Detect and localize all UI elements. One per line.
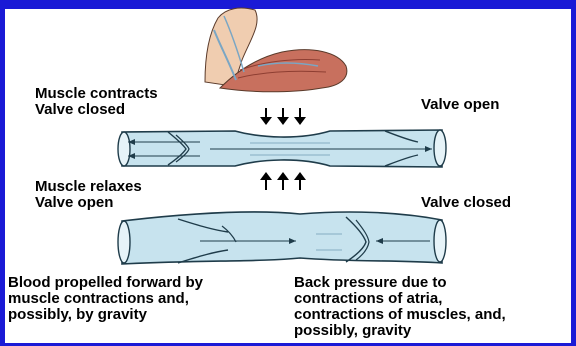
- vein-relaxed: [118, 212, 446, 264]
- label-muscle-contracts: Muscle contracts: [35, 86, 158, 102]
- caption-right-line: contractions of atria,: [294, 291, 570, 307]
- caption-right-line: contractions of muscles, and,: [294, 307, 570, 323]
- label-valve-open-top: Valve open: [421, 97, 499, 113]
- caption-right-line: Back pressure due to: [294, 275, 570, 291]
- caption-left-line: possibly, by gravity: [8, 307, 283, 323]
- flexed-arm-illustration: [205, 8, 347, 92]
- label-valve-open-mid: Valve open: [35, 195, 113, 211]
- caption-right-line: possibly, gravity: [294, 323, 570, 339]
- label-valve-closed-mid: Valve closed: [421, 195, 511, 211]
- caption-left-line: muscle contractions and,: [8, 291, 283, 307]
- vein-contracted: [118, 130, 446, 167]
- caption-left: Blood propelled forward by muscle contra…: [8, 275, 283, 323]
- compression-arrows-down: [260, 108, 306, 125]
- caption-left-line: Blood propelled forward by: [8, 275, 283, 291]
- label-valve-closed-top: Valve closed: [35, 102, 125, 118]
- label-muscle-relaxes: Muscle relaxes: [35, 179, 142, 195]
- caption-right: Back pressure due to contractions of atr…: [294, 275, 570, 339]
- expansion-arrows-up: [260, 172, 306, 190]
